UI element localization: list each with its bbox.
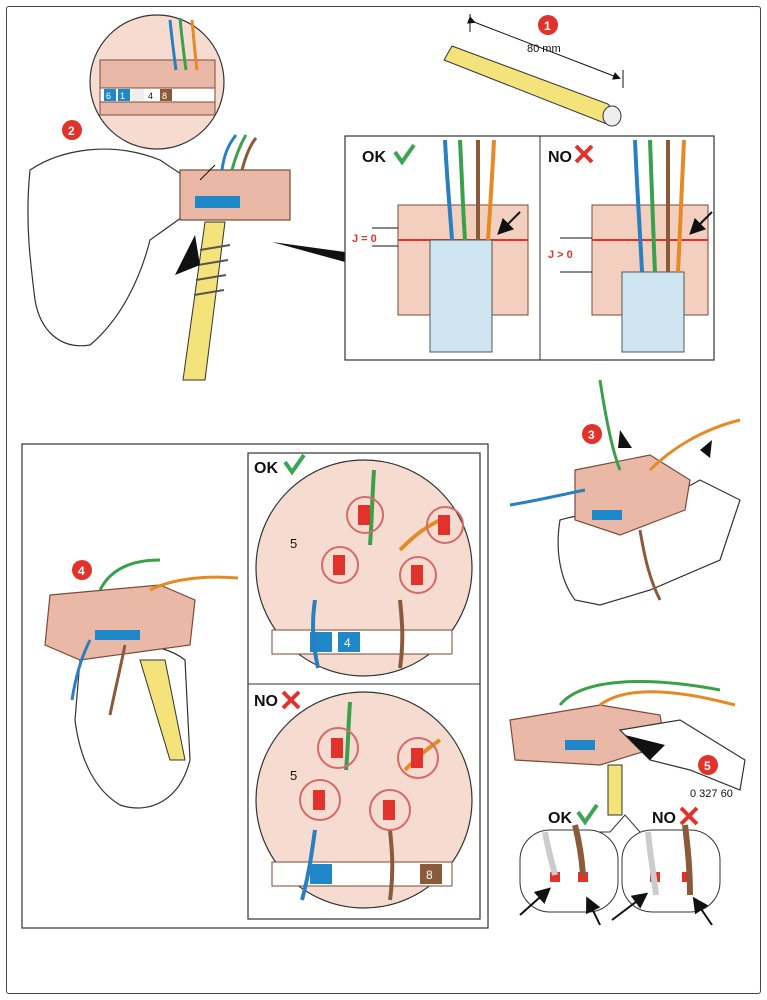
strip-number-8-no: 8 [426,868,433,882]
no-contact-circles [299,727,439,831]
strip-number-4: 4 [148,91,153,101]
j-zero-label: J = 0 [352,233,377,245]
step5-number: 5 [704,759,711,773]
insert-arrow [175,235,200,275]
fold-arrow-right [700,440,712,458]
strip-number-4-ok: 4 [344,636,351,650]
ok-check-icon [393,143,416,166]
cable-sleeve-no [621,271,685,353]
step2-insert-wires: 6 1 4 8 2 [27,14,345,381]
strip-number-1: 1 [120,91,125,101]
hand-outline [27,148,191,347]
j-positive-label: J > 0 [548,249,573,261]
step3-fold-wires: 3 [509,379,741,606]
dimension-line [466,16,621,80]
step1-cable-strip: 80 mm 1 [443,14,624,127]
page-frame [6,6,761,994]
step2-badge [62,120,82,140]
tool-reference-label: 0 327 60 [690,788,733,800]
no-label-step4: NO [254,693,278,710]
step3-number: 3 [588,428,595,442]
step4-number: 4 [78,564,85,578]
ok-label-step5: OK [548,810,572,827]
comparison-panel-j: OK J = 0 NO J > 0 [344,135,715,361]
strip-number-8: 8 [162,91,167,101]
step1-number: 1 [544,19,551,33]
ok-check-icon-step5 [576,803,599,826]
ok-check-icon-step4 [283,453,306,476]
step1-badge [538,15,558,35]
step5-badge [698,755,718,775]
strip-number-5-ok: 5 [290,536,297,551]
ok-contact-circles [321,496,464,594]
connector-body [179,169,291,221]
cutting-pliers [618,719,746,791]
ok-zoom-circle [255,459,473,677]
step5-cut-wires: 5 0 327 60 OK NO [509,680,746,926]
strip-number-6: 6 [106,91,111,101]
no-cross-icon-step5 [679,806,699,826]
ok-label-step4: OK [254,460,278,477]
cable-yellow [182,221,226,381]
length-dimension-label: 80 mm [527,43,561,55]
step2-number: 2 [68,124,75,138]
cable-jacket [443,45,619,127]
cable-core-end [602,105,622,127]
no-cross-icon [574,144,594,164]
no-label-j: NO [548,149,572,166]
fold-arrow-left [618,430,632,448]
step4-badge [72,560,92,580]
step3-badge [582,424,602,444]
no-cross-icon-step4 [281,690,301,710]
cable-sleeve-ok [429,239,493,353]
no-label-step5: NO [652,810,676,827]
ok-cut-detail [519,829,619,913]
ok-label-j: OK [362,149,386,166]
no-cut-detail [621,829,721,913]
step4-panel: 4 OK 5 4 NO [21,443,489,929]
strip-number-5-no: 5 [290,768,297,783]
